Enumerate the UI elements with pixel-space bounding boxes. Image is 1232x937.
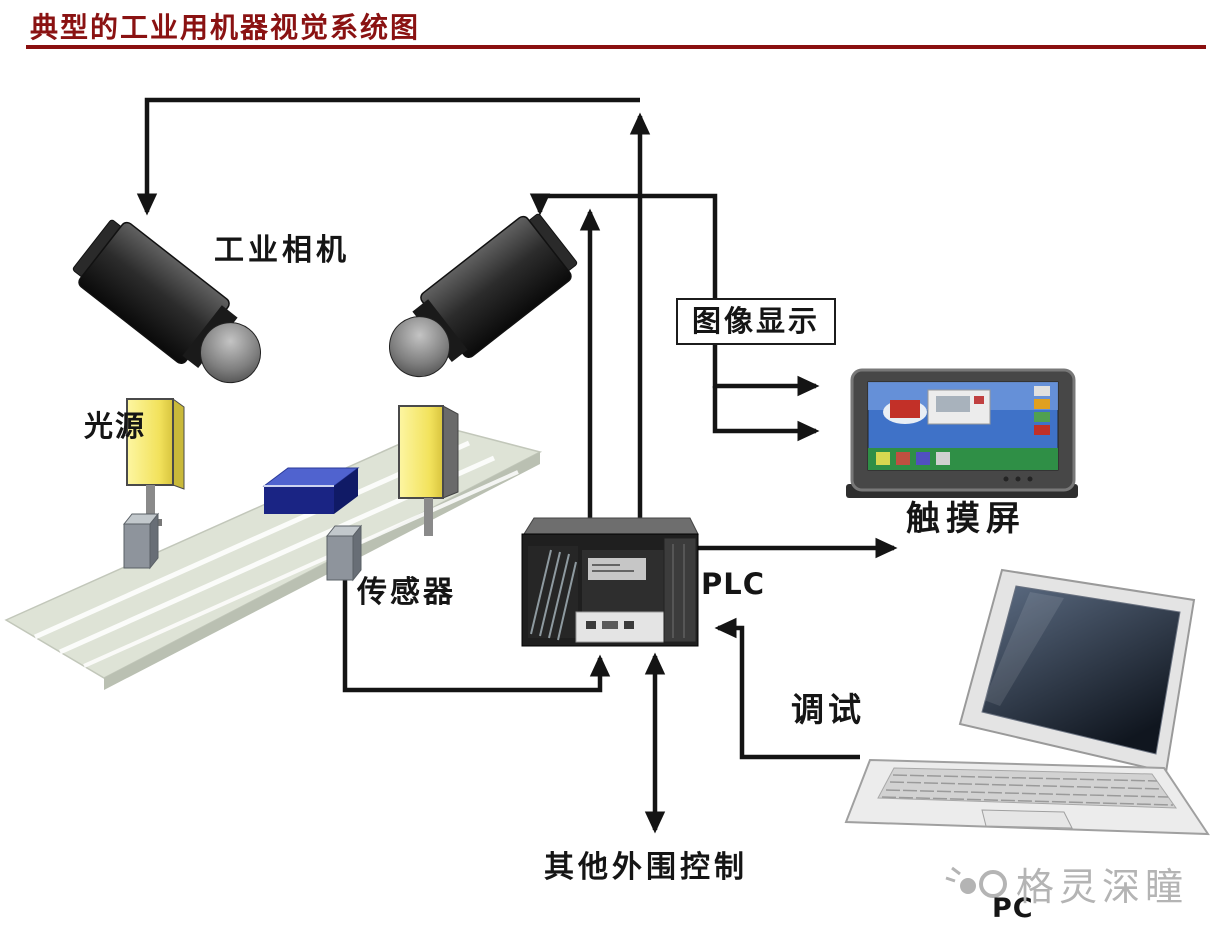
plc-label: PLC (701, 567, 766, 601)
keyboard-rows-icon (881, 774, 1174, 806)
industrial-camera-2 (389, 213, 578, 378)
arrow-camera2-to-display-1 (541, 193, 820, 397)
laptop (844, 568, 1210, 836)
camera-lens-icon (389, 316, 451, 378)
light-source-label: 光源 (84, 409, 147, 443)
watermark-logo-icon (945, 866, 1007, 898)
sensor-2 (325, 524, 363, 582)
arrow-pc-debug-to-plc (714, 617, 860, 760)
plc-device (521, 517, 699, 647)
plc-vent-icon (530, 549, 577, 641)
camera-lens-icon (199, 322, 261, 384)
pc-label: PC (992, 893, 1034, 924)
touch-screen-monitor (846, 368, 1078, 498)
arrow-top-to-camera1 (136, 97, 640, 216)
sensor-1 (122, 512, 160, 570)
light-source-2 (398, 405, 459, 536)
industrial-camera-1 (72, 219, 261, 384)
sensor-label: 传感器 (357, 575, 456, 610)
watermark-text: 格灵深瞳 (1016, 865, 1189, 909)
touchpad (981, 809, 1073, 829)
arrow-camera2-to-display-2 (712, 386, 820, 442)
peripheral-control-label: 其他外围控制 (544, 850, 748, 885)
title-underline (26, 45, 1206, 49)
conveyor-belt (4, 425, 543, 690)
debug-label: 调试 (791, 690, 865, 729)
touch-screen-label: 触摸屏 (906, 499, 1026, 539)
page-title: 典型的工业用机器视觉系统图 (30, 11, 421, 44)
image-display-label: 图像显示 (676, 298, 837, 346)
product-box (262, 467, 360, 514)
arrow-sensor-to-plc (342, 570, 611, 693)
connection-arrows (136, 97, 898, 834)
industrial-camera-label: 工业相机 (214, 233, 350, 268)
